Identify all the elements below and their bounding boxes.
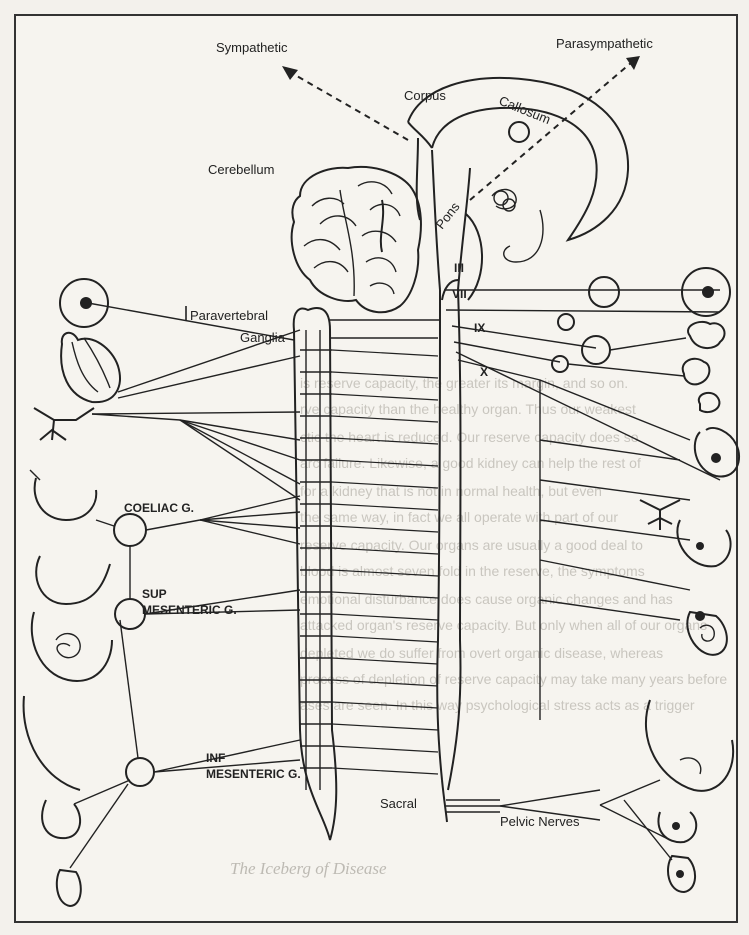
sup-mesenteric-ganglion <box>115 599 145 629</box>
sympathetic-label: Sympathetic <box>216 40 288 55</box>
bleed-caption: The Iceberg of Disease <box>230 859 387 878</box>
ramus-line <box>332 636 438 642</box>
bleed-line: for a kidney that is not in normal healt… <box>300 483 602 499</box>
submandibular-ganglion <box>552 356 568 372</box>
liver-icon <box>36 556 110 604</box>
inf-mesenteric-ganglion <box>126 758 154 786</box>
right-stomach-icon <box>677 520 730 566</box>
colon-icon <box>24 696 80 790</box>
bronchi-icon <box>34 408 94 440</box>
cranial-nerve-vii-label: VII <box>452 287 467 301</box>
bleed-line: arc failure. Likewise, a good kidney can… <box>300 455 641 471</box>
cerebellum <box>292 167 421 312</box>
ramus-line <box>332 526 438 532</box>
sup-mesenteric-label-1: SUP <box>142 587 167 601</box>
sympathetic-arrowhead <box>282 66 298 80</box>
bladder-icon <box>42 800 80 838</box>
ramus-line <box>332 394 438 400</box>
ramus-line <box>332 724 438 730</box>
paravertebral-label: Paravertebral <box>190 308 268 323</box>
pterygopalatine-ganglion <box>558 314 574 330</box>
bleed-line: ases are seen. In this way psychological… <box>300 697 695 713</box>
ramus-line <box>332 768 438 774</box>
pons-label: Pons <box>433 199 463 232</box>
bleed-line: the same way, in fact we all operate wit… <box>300 509 618 525</box>
bleed-line: reserve capacity. Our organs are usually… <box>300 537 643 553</box>
inf-mesenteric-label-1: INF <box>206 751 225 765</box>
coeliac-ganglion <box>114 514 146 546</box>
sacral-label: Sacral <box>380 796 417 811</box>
ganglia-label: Ganglia <box>240 330 286 345</box>
stomach-icon <box>35 478 97 520</box>
ciliary-ganglion <box>589 277 619 307</box>
cerebellum-label: Cerebellum <box>208 162 274 177</box>
pelvic-nerves-label: Pelvic Nerves <box>500 814 580 829</box>
right-bronchi-icon <box>640 500 680 530</box>
bleed-line: depleted we do suffer from overt organic… <box>300 645 663 661</box>
parasympathetic-label: Parasympathetic <box>556 36 653 51</box>
inf-mesenteric-label-2: MESENTERIC G. <box>206 767 301 781</box>
lacrimal-gland-icon <box>688 322 725 348</box>
direction-arrows <box>282 56 640 211</box>
spinal-cord <box>437 290 460 822</box>
otic-ganglion <box>582 336 610 364</box>
left-heart-icon <box>61 333 120 402</box>
brain-circle <box>509 122 529 142</box>
intestine-icon <box>32 612 112 681</box>
right-heart-icon <box>695 428 739 477</box>
parotid-gland-icon <box>699 393 720 412</box>
right-intestine-icon <box>646 700 733 791</box>
bleed-line: process of depletion of reserve capacity… <box>300 671 727 687</box>
cranial-nerve-x-label: X <box>480 365 488 379</box>
bleed-through-text: is reserve capacity, the greater its mar… <box>230 375 727 878</box>
salivary-gland-icon <box>683 359 710 385</box>
bleed-line: attacked organ's reserve capacity. But o… <box>300 617 707 633</box>
cranial-nerve-iii-label: III <box>454 261 464 275</box>
callosum-label: Callosum <box>497 93 553 127</box>
spinal-connections <box>330 320 440 338</box>
parasympathetic-arrowhead <box>626 56 640 70</box>
corpus-label: Corpus <box>404 88 446 103</box>
coeliac-ganglion-label: COELIAC G. <box>124 501 194 515</box>
genital-icon <box>57 870 81 906</box>
ramus-line <box>332 350 438 356</box>
sup-mesenteric-label-2: MESENTERIC G. <box>142 603 237 617</box>
bleed-line: ctic the heart is reduced. Our reserve c… <box>300 429 639 445</box>
parasympathetic-targets <box>442 268 739 892</box>
ramus-line <box>332 746 438 752</box>
cranial-nerve-ix-label: IX <box>474 321 485 335</box>
bleed-line: is reserve capacity, the greater its mar… <box>300 375 628 391</box>
